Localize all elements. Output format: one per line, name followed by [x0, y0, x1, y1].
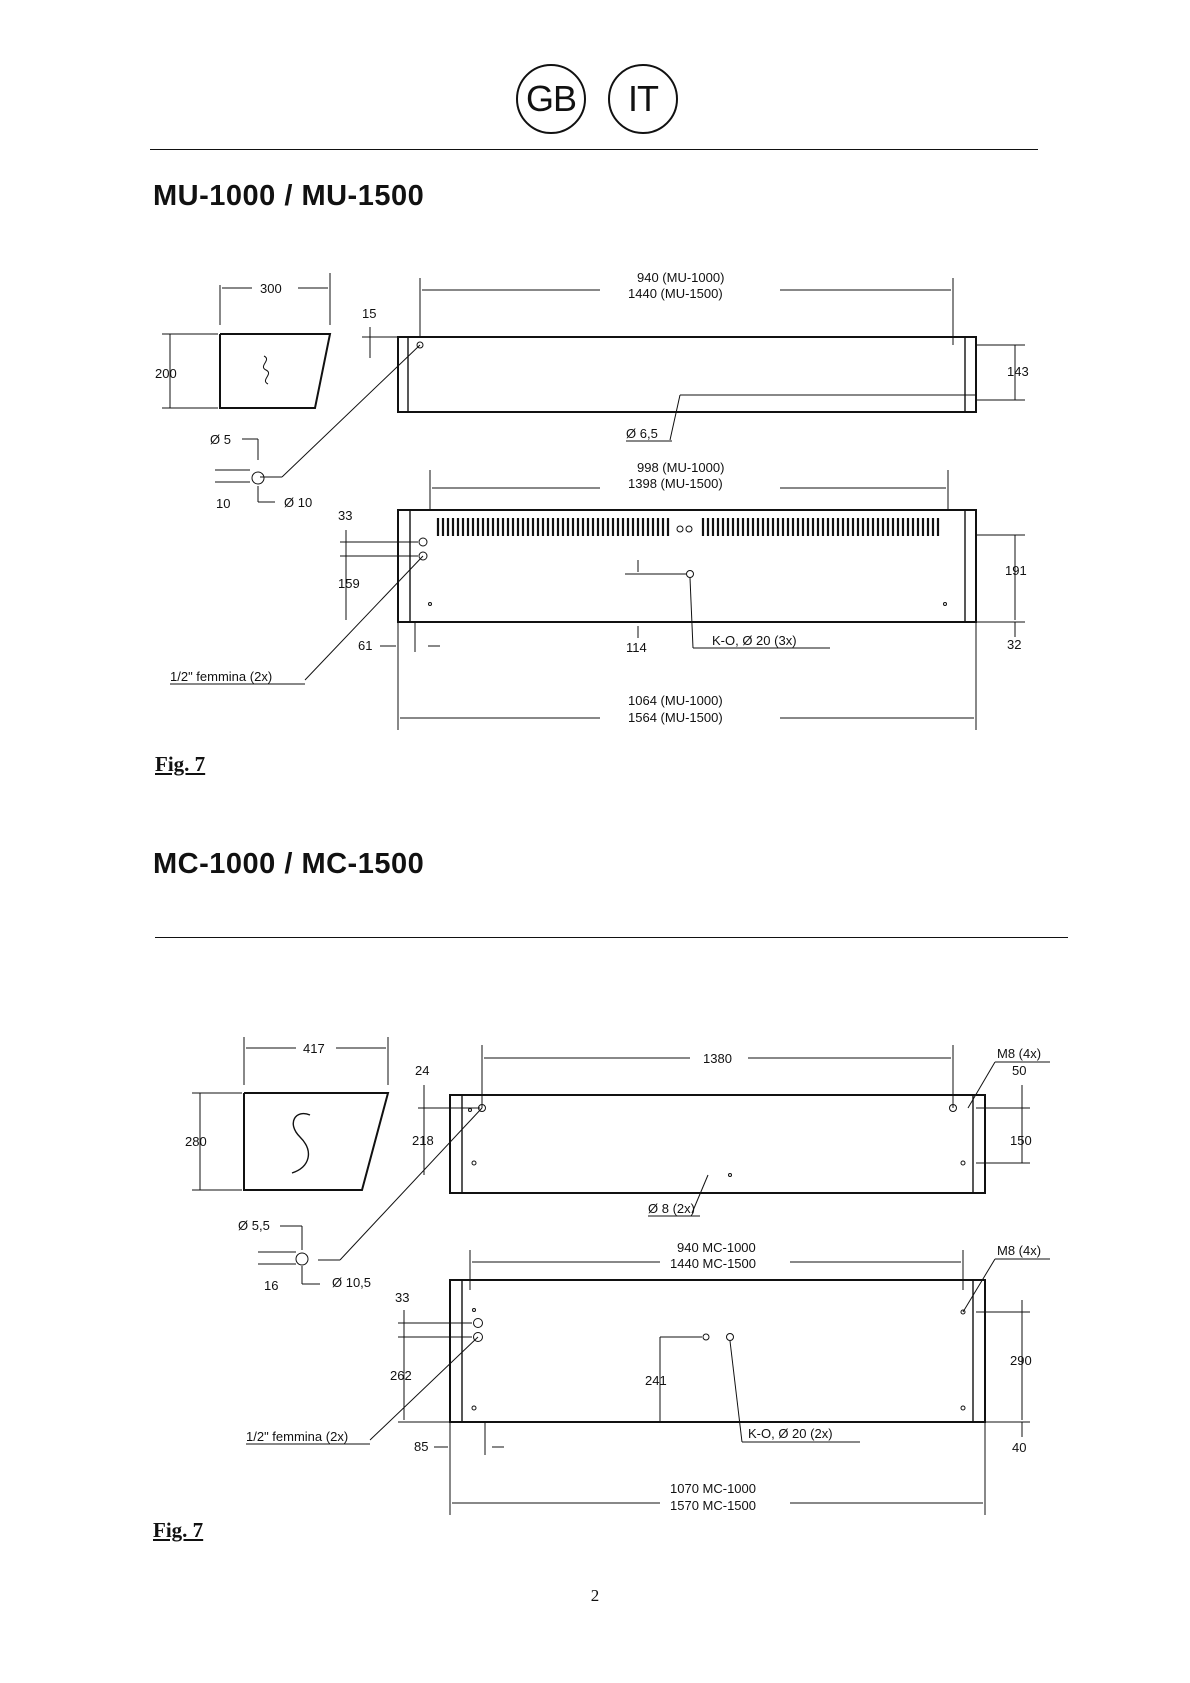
mu-top-view: 940 (MU-1000) 1440 (MU-1500) 15 143 Ø 6,…	[260, 270, 1029, 478]
mc-front-length-2: 1440 MC-1500	[670, 1256, 756, 1271]
mu-hole-detail: Ø 5 10 Ø 10	[210, 432, 312, 511]
mu-dim-114: 114	[626, 640, 647, 655]
mc-top-view: 1380 M8 (4x) 50 150 24 218 Ø 8 (2x)	[318, 1045, 1050, 1261]
mc-femmina-label: 1/2" femmina (2x)	[246, 1429, 348, 1444]
fig-caption-mu: Fig. 7	[155, 752, 206, 776]
mc-ko-label: K-O, Ø 20 (2x)	[748, 1426, 833, 1441]
mu-detail-d2: Ø 10	[284, 495, 312, 510]
language-badge-it: IT	[608, 64, 678, 134]
mc-dim-262: 262	[390, 1368, 412, 1383]
mu-dim-32: 32	[1007, 637, 1021, 652]
mc-dim-85: 85	[414, 1439, 428, 1454]
mc-side-view: 417 280	[185, 1037, 390, 1191]
mu-dim-159: 159	[338, 576, 360, 591]
mu-side-width-label: 300	[260, 281, 282, 296]
mc-hole-detail: Ø 5,5 16 Ø 10,5	[238, 1218, 371, 1293]
mc-detail-d3: 16	[264, 1278, 278, 1293]
header-divider	[150, 149, 1038, 150]
language-badge-gb: GB	[516, 64, 586, 134]
mc-side-width-label: 417	[303, 1041, 325, 1056]
mu-ko-label: K-O, Ø 20 (3x)	[712, 633, 797, 648]
mu-top-length-1: 940 (MU-1000)	[637, 270, 724, 285]
fig-caption-mc: Fig. 7	[153, 1518, 204, 1542]
mc-top-m8: M8 (4x)	[997, 1046, 1041, 1061]
mu-technical-drawing: 300 200 940 (MU-1000) 1440 (MU-1500) 15 …	[155, 270, 1029, 730]
mu-louver-vents	[436, 518, 940, 536]
section-title-mc: MC-1000 / MC-1500	[153, 848, 425, 880]
page-number: 2	[590, 1586, 600, 1605]
mc-front-m8: M8 (4x)	[997, 1243, 1041, 1258]
mu-femmina-label: 1/2" femmina (2x)	[170, 669, 272, 684]
mc-dim-290: 290	[1010, 1353, 1032, 1368]
mu-dim-33: 33	[338, 508, 352, 523]
mu-detail-d1: Ø 5	[210, 432, 231, 447]
mc-dim-50: 50	[1012, 1063, 1026, 1078]
mu-hole-label: Ø 6,5	[626, 426, 658, 441]
mu-dim-191: 191	[1005, 563, 1027, 578]
mu-top-length-2: 1440 (MU-1500)	[628, 286, 723, 301]
mu-front-view: 998 (MU-1000) 1398 (MU-1500) 33 159 191 …	[170, 460, 1027, 730]
mu-total-length-2: 1564 (MU-1500)	[628, 710, 723, 725]
mc-side-height-label: 280	[185, 1134, 207, 1149]
mc-dim-33: 33	[395, 1290, 409, 1305]
mc-top-length: 1380	[703, 1051, 732, 1066]
mc-dim-218: 218	[412, 1133, 434, 1148]
mc-dim-150: 150	[1010, 1133, 1032, 1148]
mc-total-length-2: 1570 MC-1500	[670, 1498, 756, 1513]
mc-detail-d1: Ø 5,5	[238, 1218, 270, 1233]
mu-front-length-2: 1398 (MU-1500)	[628, 476, 723, 491]
mc-front-view: 940 MC-1000 1440 MC-1500 M8 (4x) 290 40 …	[246, 1240, 1050, 1515]
mc-hole-label: Ø 8 (2x)	[648, 1201, 695, 1216]
mu-side-height-label: 200	[155, 366, 177, 381]
mu-dim-61: 61	[358, 638, 372, 653]
mu-total-length-1: 1064 (MU-1000)	[628, 693, 723, 708]
mc-total-length-1: 1070 MC-1000	[670, 1481, 756, 1496]
mc-dim-24: 24	[415, 1063, 429, 1078]
mu-detail-d3: 10	[216, 496, 230, 511]
mc-dim-241: 241	[645, 1373, 667, 1388]
mc-front-length-1: 940 MC-1000	[677, 1240, 756, 1255]
mu-top-height-143: 143	[1007, 364, 1029, 379]
section-divider	[155, 937, 1068, 938]
mc-dim-40: 40	[1012, 1440, 1026, 1455]
mu-front-length-1: 998 (MU-1000)	[637, 460, 724, 475]
mu-offset-15: 15	[362, 306, 376, 321]
section-title-mu: MU-1000 / MU-1500	[153, 180, 425, 212]
mc-detail-d2: Ø 10,5	[332, 1275, 371, 1290]
mu-side-view: 300 200	[155, 273, 332, 409]
mc-technical-drawing: 417 280 1380 M8 (4x) 50 150 24 218 Ø 8	[185, 1037, 1050, 1515]
